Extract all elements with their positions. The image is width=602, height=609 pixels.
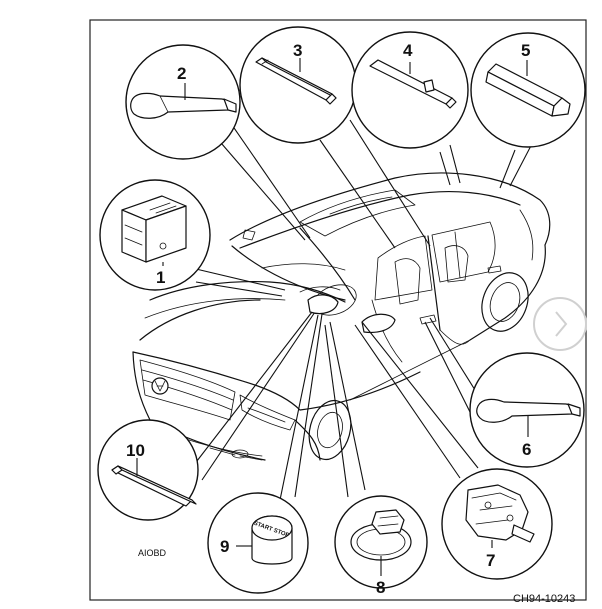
door-handle-part (130, 92, 237, 119)
lock-actuator-part (465, 484, 535, 543)
leader-lines (189, 119, 536, 501)
figure-code: CH94-10243 (513, 593, 575, 604)
callout-label-4: 4 (403, 41, 413, 60)
diagram-frame (89, 19, 587, 601)
callout-8: 8 (334, 495, 428, 597)
callout-label-7: 7 (486, 551, 495, 570)
callout-1: 1 (99, 179, 211, 291)
callout-7: 7 (441, 468, 553, 580)
callout-6: 6 (469, 352, 585, 468)
control-unit-part (121, 195, 187, 263)
callout-10: 10 (97, 419, 199, 521)
callout-9: START STOP 9 (207, 492, 309, 594)
callout-label-8: 8 (376, 578, 385, 597)
callout-4: 4 (351, 31, 469, 149)
callout-5: 5 (470, 32, 586, 148)
callout-label-3: 3 (293, 41, 302, 60)
start-stop-button-part: START STOP (251, 515, 293, 565)
callout-3: 3 (239, 26, 357, 144)
callout-label-6: 6 (522, 440, 531, 459)
callout-label-5: 5 (521, 41, 530, 60)
chevron-right-icon[interactable] (555, 311, 568, 337)
callout-label-10: 10 (126, 441, 145, 460)
aerial-box-part (485, 63, 571, 117)
aerial-rod-part (255, 57, 337, 105)
corner-reference: AIOBD (138, 548, 167, 558)
next-arrow-ring[interactable] (533, 297, 587, 351)
callout-label-2: 2 (177, 64, 186, 83)
callout-label-1: 1 (156, 268, 165, 287)
cluster-point (307, 294, 339, 315)
rear-door-handle-part (476, 398, 581, 423)
callout-2: 2 (125, 44, 241, 160)
car-illustration (132, 172, 551, 461)
aerial-clip-part (369, 59, 457, 109)
callout-label-9: 9 (220, 537, 229, 556)
